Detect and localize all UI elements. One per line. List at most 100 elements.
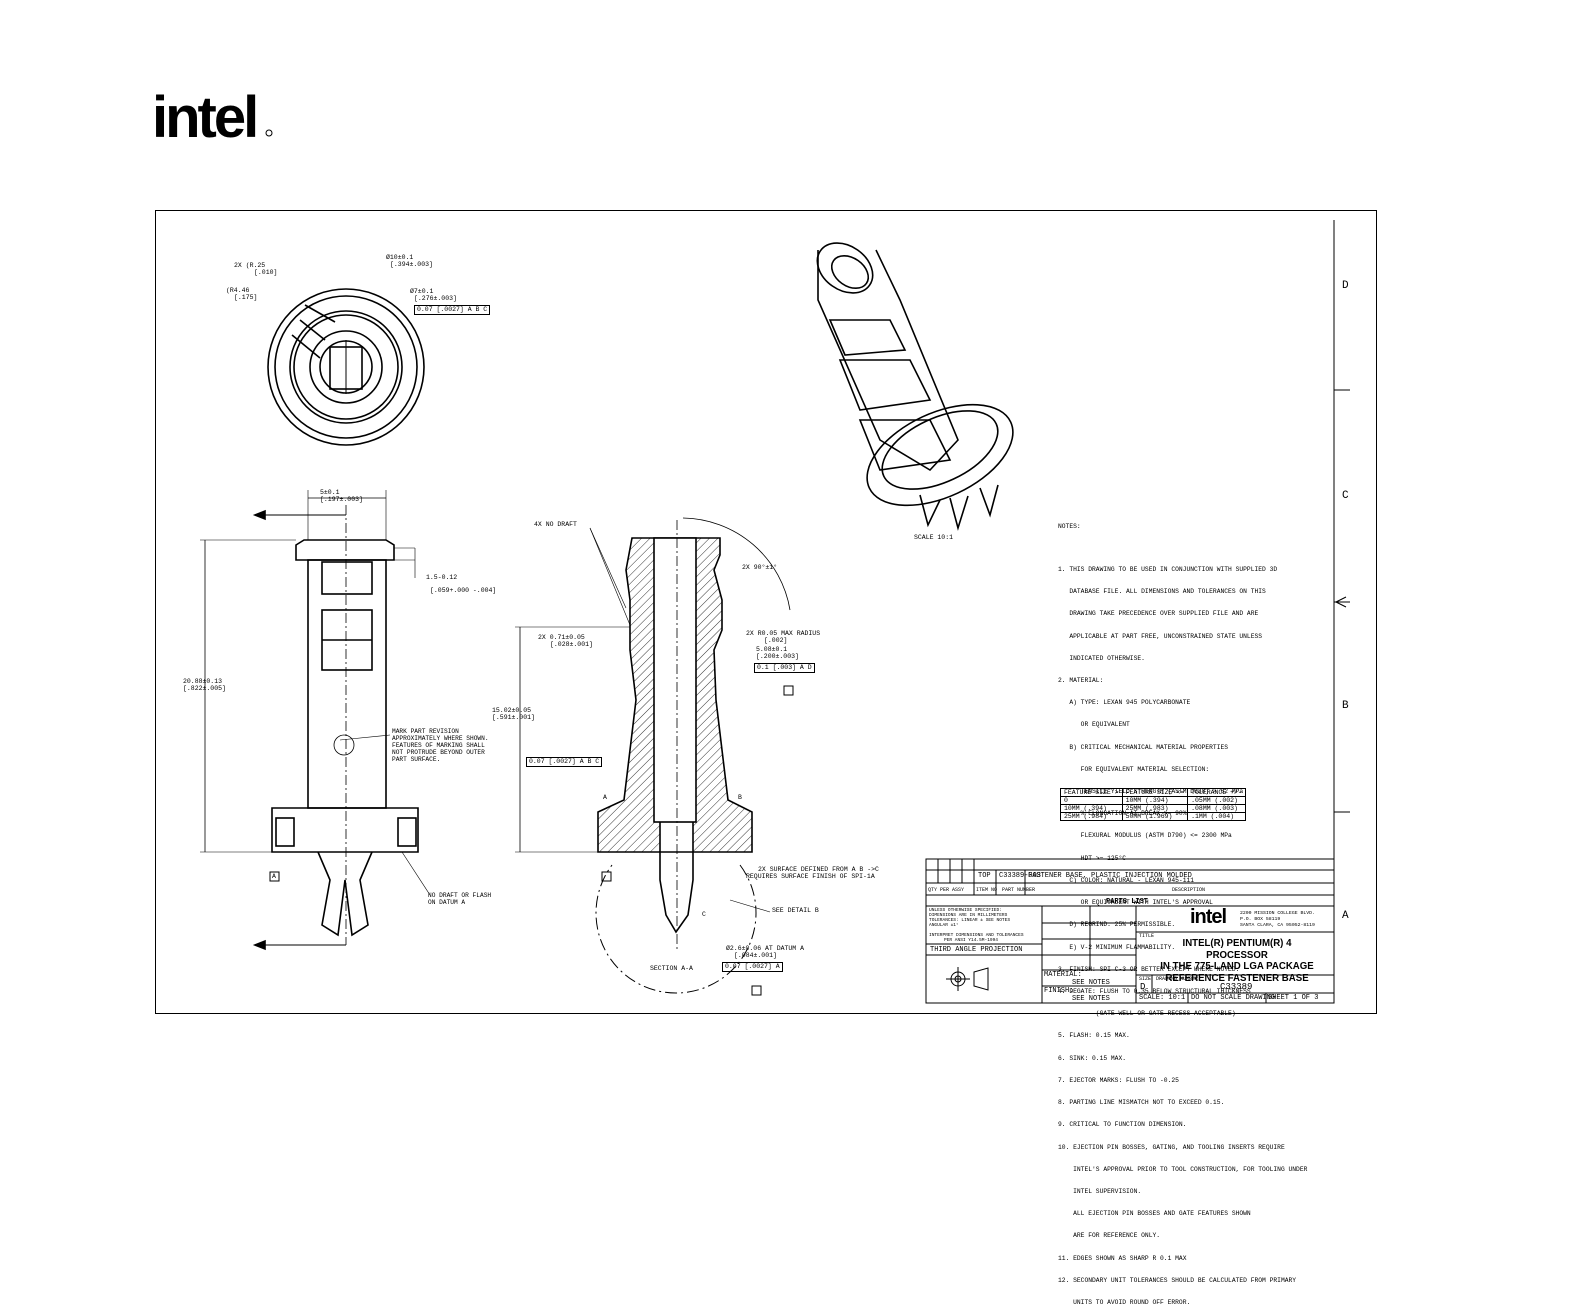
table-cell: 10MM (.394)	[1060, 804, 1123, 813]
note-surface-1: 2X SURFACE DEFINED FROM A B ->C	[758, 866, 879, 873]
title-block-grid	[925, 858, 1335, 1004]
drawing-canvas	[200, 220, 1350, 1004]
title-line: IN THE 775-LAND LGA PACKAGE	[1160, 960, 1314, 972]
gdt-frame-top: 0.07 [.0027] A B C	[414, 305, 491, 315]
material-label: MATERIAL:	[1044, 971, 1082, 979]
zone-label-b: B	[1342, 700, 1349, 712]
table-header: FEATURE SIZE >	[1060, 788, 1123, 797]
section-marker-c: C	[702, 911, 706, 918]
callout-dia7-in: [.276±.003]	[414, 295, 457, 302]
note-line: 9. CRITICAL TO FUNCTION DIMENSION.	[1058, 1121, 1187, 1129]
drawing-title: INTEL(R) PENTIUM(R) 4 PROCESSOR IN THE 7…	[1151, 937, 1322, 984]
note-line: 6. SINK: 0.15 MAX.	[1058, 1054, 1127, 1062]
note-mark-3: FEATURES OF MARKING SHALL	[392, 742, 485, 749]
callout-15-02: 15.02±0.05	[492, 707, 532, 714]
spec-line: DIMENSIONS ARE IN MILLIMETERS	[929, 913, 1008, 918]
intel-logo: intel	[152, 82, 282, 157]
callout-1-5: 1.5-0.12	[426, 574, 458, 581]
drawing-sheet	[155, 210, 1377, 1014]
table-row: 10MM (.394) 25MM (.983) .08MM (.003)	[1060, 804, 1246, 813]
spec-line: PER ANSI Y14.5M-1994	[944, 938, 999, 943]
callout-4x-no-draft: 4X NO DRAFT	[534, 521, 577, 528]
note-no-draft-2: ON DATUM A	[428, 899, 466, 906]
callout-5-in: [.197±.003]	[320, 496, 363, 503]
callout-90deg: 2X 90°±1°	[742, 564, 778, 571]
finish-label: FINISH:	[1044, 987, 1074, 995]
gdt-frame-position: 0.1 [.003] A D	[754, 663, 815, 673]
callout-r446: (R4.46	[226, 287, 250, 294]
sheet-number: SHEET 1 OF 3	[1268, 994, 1319, 1002]
note-line: 5. FLASH: 0.15 MAX.	[1058, 1032, 1130, 1040]
table-cell: 10MM (.394)	[1121, 796, 1189, 805]
note-line: 4. DEGATE: FLUSH TO 0.35 BELOW STRUCTURA…	[1058, 988, 1251, 995]
datum-a-side: A	[272, 873, 276, 880]
spec-line: INTERPRET DIMENSIONS AND TOLERANCES	[929, 933, 1024, 938]
table-cell: 25MM (.984)	[1060, 812, 1123, 821]
note-line: A) TYPE: LEXAN 945 POLYCARBONATE	[1058, 699, 1191, 707]
note-line: (GATE WELL OR GATE RECESS ACCEPTABLE)	[1058, 1010, 1236, 1018]
iso-scale-label: SCALE 10:1	[914, 534, 954, 541]
parts-part-number: C33389-003	[999, 872, 1042, 880]
note-line: APPLICABLE AT PART FREE, UNCONSTRAINED S…	[1058, 632, 1263, 640]
callout-20-88: 20.88±0.13	[183, 678, 223, 685]
callout-5-08: 5.08±0.1	[756, 646, 788, 653]
finish-value: SEE NOTES	[1072, 995, 1110, 1003]
callout-see-detail-b: SEE DETAIL B	[772, 907, 819, 914]
note-mark-4: NOT PROTRUDE BEYOND OUTER	[392, 749, 485, 756]
iso-view	[816, 242, 1014, 531]
callout-15-02-in: [.591±.001]	[492, 714, 535, 721]
callout-dia10-in: [.394±.003]	[390, 261, 433, 268]
spec-line: TOLERANCES: LINEAR ± SEE NOTES	[929, 918, 1011, 923]
note-line: 1. THIS DRAWING TO BE USED IN CONJUNCTIO…	[1058, 565, 1278, 573]
section-label: SECTION A-A	[650, 965, 693, 972]
projection-label: THIRD ANGLE PROJECTION	[930, 946, 1023, 954]
zone-label-c: C	[1342, 490, 1349, 502]
parts-header-part: PART NUMBER	[1002, 887, 1036, 893]
gdt-frame-dia: 0.07 [.0027] A	[722, 962, 783, 972]
title-line: REFERENCE FASTENER BASE	[1165, 971, 1309, 984]
address-line: SANTA CLARA, CA 95052-8119	[1240, 923, 1315, 928]
note-line: INDICATED OTHERWISE.	[1058, 654, 1145, 662]
callout-1-5-in: [.059+.000 -.004]	[430, 587, 497, 594]
callout-dia2-6: Ø2.6±0.06 AT DATUM A	[726, 945, 805, 952]
address-line: 2200 MISSION COLLEGE BLVD.	[1240, 911, 1315, 916]
note-line: 7. EJECTOR MARKS: FLUSH TO -0.25	[1058, 1076, 1179, 1084]
drawing-number: C33389	[1220, 982, 1253, 992]
callout-r005: 2X R0.05 MAX RADIUS	[746, 630, 821, 637]
address-line: P.O. BOX 58119	[1240, 917, 1281, 922]
gdt-frame-profile: 0.07 [.0027] A B C	[526, 757, 603, 767]
tolerance-table: FEATURE SIZE > FEATURE SIZE <= TOLERANCE…	[1060, 788, 1246, 821]
spec-line: ANGULAR ±1°	[929, 923, 959, 928]
spec-line: UNLESS OTHERWISE SPECIFIED:	[929, 908, 1002, 913]
title-label: TITLE	[1139, 933, 1155, 939]
note-line: 12. SECONDARY UNIT TOLERANCES SHOULD BE …	[1058, 1276, 1297, 1284]
section-view	[515, 517, 794, 996]
note-line: FLEXURAL MODULUS (ASTM D790) <= 2300 MPa	[1058, 832, 1232, 840]
title-line: INTEL(R) PENTIUM(R) 4 PROCESSOR	[1182, 937, 1292, 961]
side-view	[200, 490, 431, 951]
note-line: D) REGRIND: 25% PERMISSIBLE.	[1058, 921, 1176, 929]
table-header: TOLERANCE +/-	[1187, 788, 1246, 797]
table-cell: 50MM (1.969)	[1121, 812, 1189, 821]
note-line: INTEL'S APPROVAL PRIOR TO TOOL CONSTRUCT…	[1058, 1165, 1308, 1173]
table-row: 25MM (.984) 50MM (1.969) .1MM (.004)	[1060, 812, 1246, 821]
callout-dia10: Ø10±0.1	[386, 254, 414, 261]
zone-label-a: A	[1342, 910, 1349, 922]
parts-header-item: ITEM NO	[976, 887, 998, 893]
note-line: OR EQUIVALENT	[1058, 721, 1130, 729]
note-line: INTEL SUPERVISION.	[1058, 1187, 1142, 1195]
table-cell: .08MM (.003)	[1187, 804, 1246, 813]
top-view	[267, 288, 425, 446]
note-line: 10. EJECTION PIN BOSSES, GATING, AND TOO…	[1058, 1143, 1285, 1151]
note-line: UNITS TO AVOID ROUND OFF ERROR.	[1058, 1299, 1191, 1307]
material-value: SEE NOTES	[1072, 979, 1110, 987]
note-mark-2: APPROXIMATELY WHERE SHOWN.	[392, 735, 489, 742]
note-line: ARE FOR REFERENCE ONLY.	[1058, 1232, 1161, 1240]
do-not-scale: DO NOT SCALE DRAWING	[1191, 994, 1276, 1002]
title-block-logo: intel	[1190, 906, 1227, 928]
note-line: 2. MATERIAL:	[1058, 676, 1104, 684]
note-line: DATABASE FILE. ALL DIMENSIONS AND TOLERA…	[1058, 588, 1266, 596]
parts-description: FASTENER BASE, PLASTIC INJECTION MOLDED	[1028, 872, 1192, 880]
note-line: 3. FINISH: SPI C-3 OR BETTER EXCEPT WHER…	[1058, 965, 1240, 973]
note-line: B) CRITICAL MECHANICAL MATERIAL PROPERTI…	[1058, 743, 1229, 751]
